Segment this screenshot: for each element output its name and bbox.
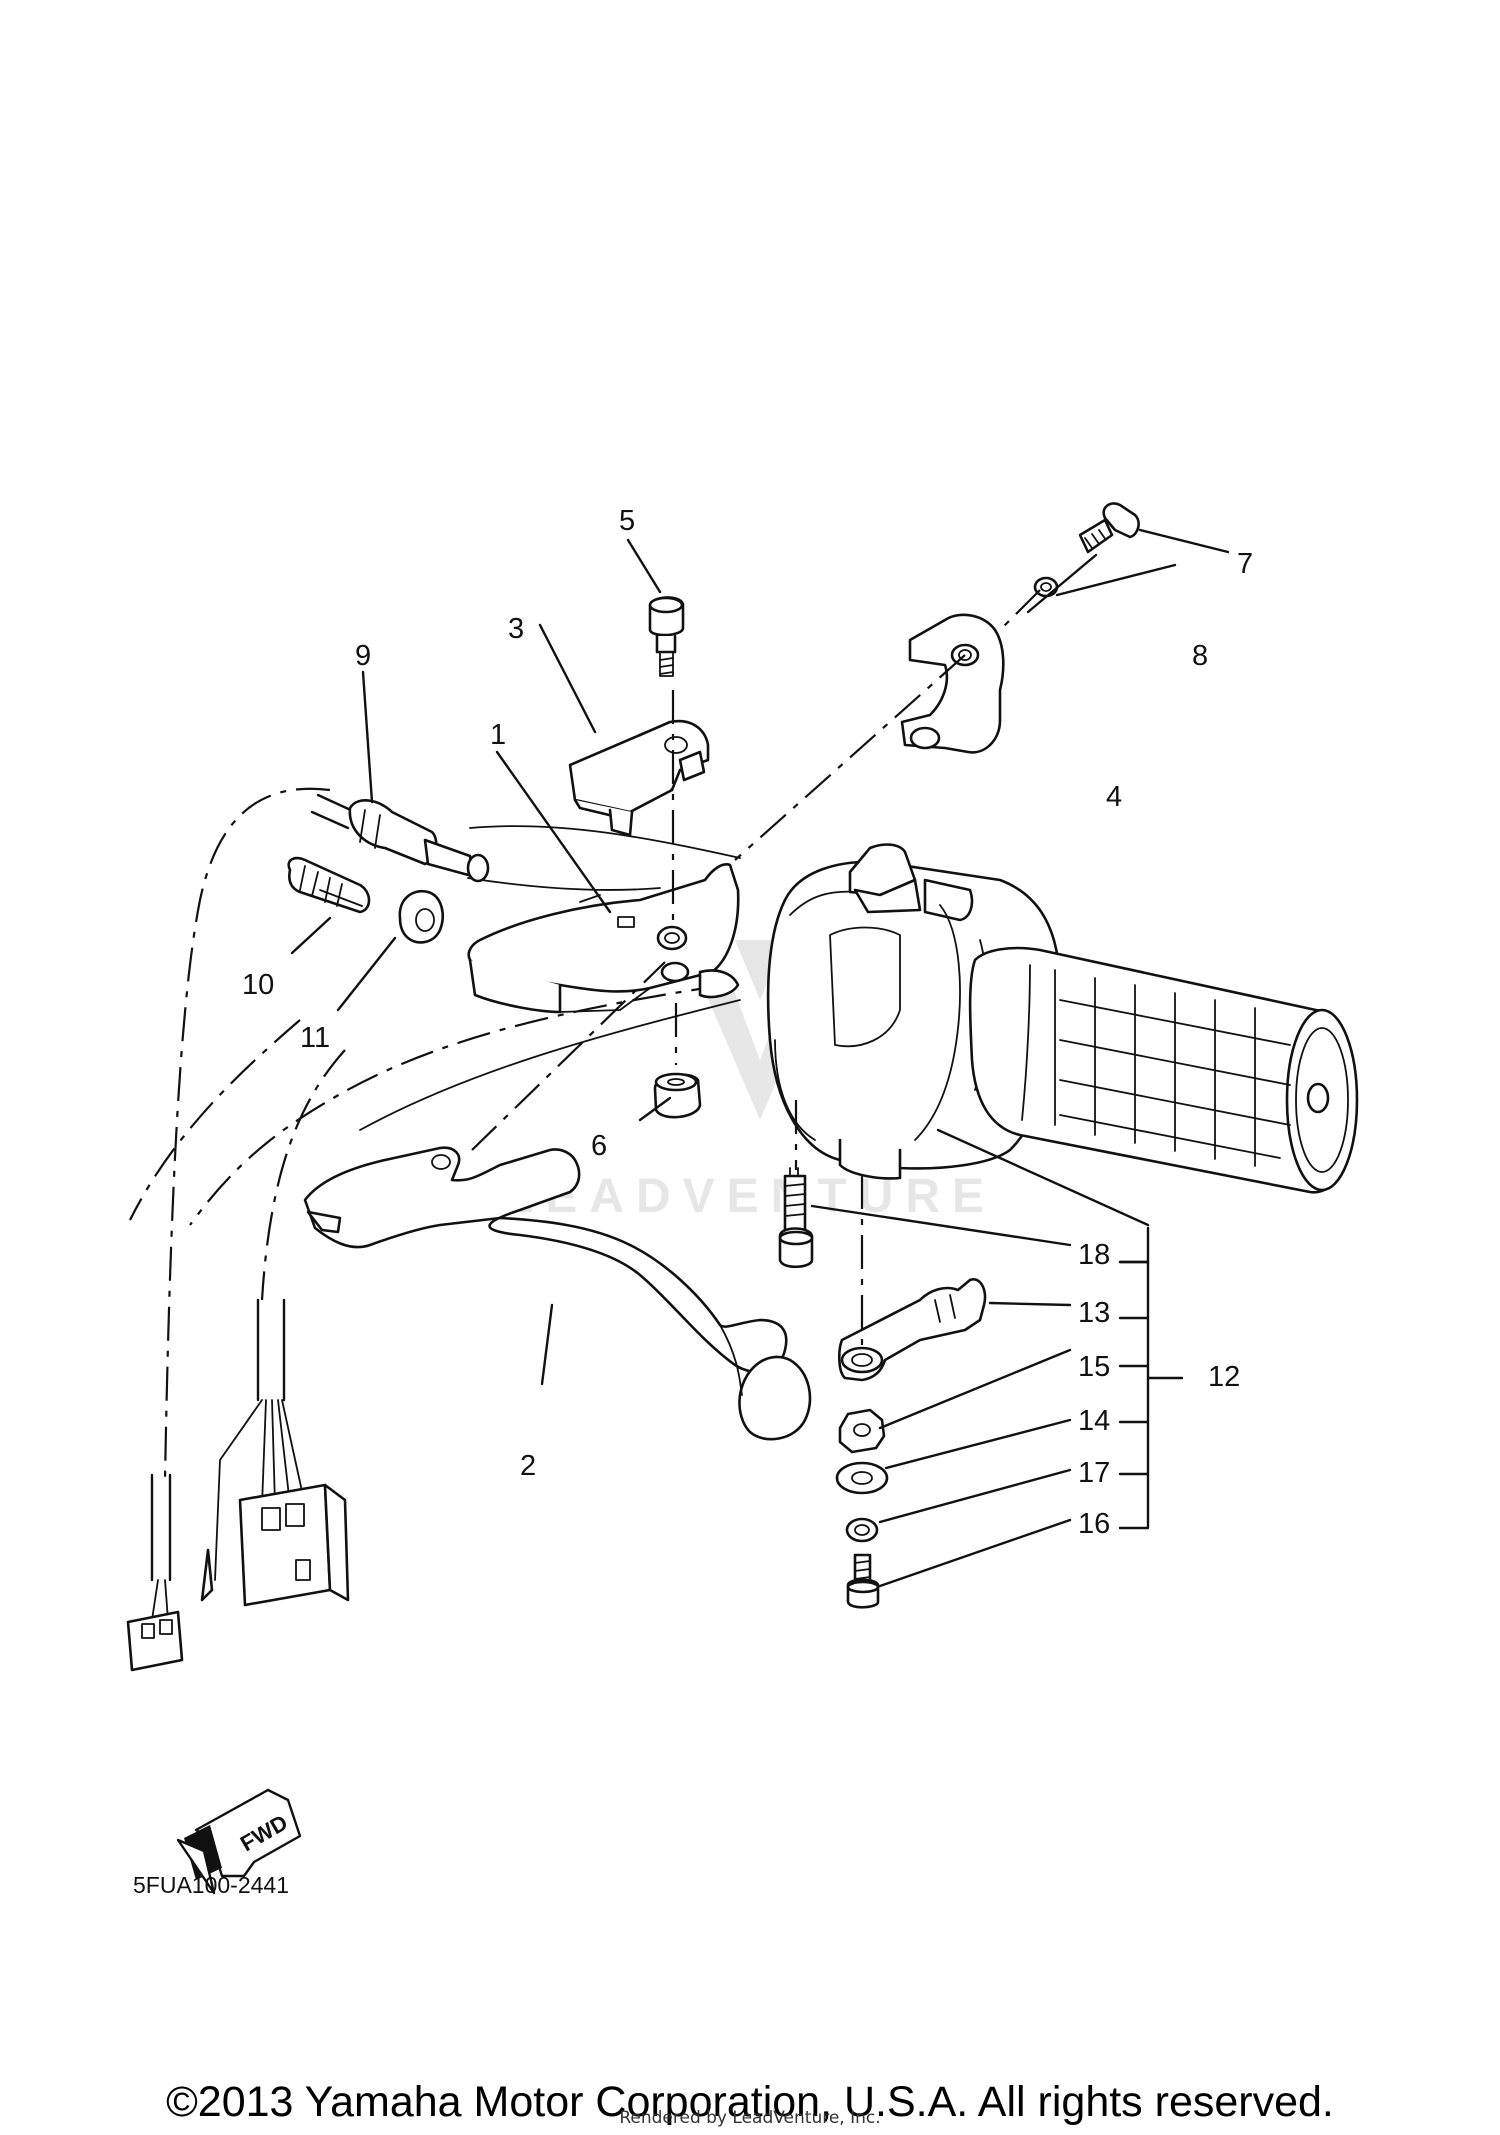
screw-part-18 [778, 1167, 814, 1269]
fwd-arrow-icon: FWD [176, 1788, 302, 1895]
screw-part-16 [846, 1553, 880, 1609]
leader-lines [290, 528, 1230, 1588]
screw-part-7 [1078, 502, 1140, 554]
callout-5: 5 [619, 505, 635, 537]
lever-bracket-part-1 [467, 863, 740, 1014]
locknut-part-11 [398, 889, 444, 944]
cable-switch-part-9 [310, 793, 490, 883]
handlebar-outline [189, 825, 741, 1226]
callout-13: 13 [1078, 1297, 1110, 1329]
watermark-text: LEADVENTURE [504, 1170, 996, 1223]
lever-part-2 [303, 1146, 812, 1441]
spring-washer-part-17 [845, 1517, 879, 1543]
callout-14: 14 [1078, 1405, 1110, 1437]
callout-16: 16 [1078, 1508, 1110, 1540]
callout-2: 2 [520, 1450, 536, 1482]
rendered-by-credit: Rendered by LeadVenture, Inc. [619, 2108, 881, 2128]
washer-part-8 [1033, 576, 1059, 598]
clamp-part-4 [900, 613, 1005, 754]
washer-part-14 [835, 1461, 889, 1495]
harness-connector-small [126, 1610, 184, 1672]
callout-1: 1 [490, 719, 506, 751]
callout-6: 6 [591, 1130, 607, 1162]
nut-part-15 [838, 1408, 886, 1454]
wiring-harness [126, 787, 350, 1672]
harness-connector-large [238, 1483, 350, 1607]
callout-15: 15 [1078, 1351, 1110, 1383]
callout-8: 8 [1192, 640, 1208, 672]
callout-7: 7 [1237, 548, 1253, 580]
diagram-code: 5FUA100-2441 [133, 1872, 289, 1898]
switch-lever-part-13 [838, 1278, 987, 1382]
callout-4: 4 [1106, 781, 1122, 813]
grip [968, 946, 1359, 1194]
callout-10: 10 [242, 969, 274, 1001]
callout-3: 3 [508, 613, 524, 645]
screw-part-5 [648, 596, 685, 677]
callout-18: 18 [1078, 1239, 1110, 1271]
nut-part-6 [653, 1072, 702, 1119]
callout-11: 11 [300, 1022, 330, 1054]
callout-17: 17 [1078, 1457, 1110, 1489]
washer-part-8-hole [1040, 582, 1052, 592]
callout-12: 12 [1208, 1361, 1240, 1393]
adjuster-part-10 [287, 856, 371, 914]
switch-part-3 [568, 719, 710, 837]
callouts: 1 2 3 4 5 6 7 8 9 10 11 12 13 14 15 16 1… [242, 505, 1253, 1540]
copyright-notice: ©2013 Yamaha Motor Corporation, U.S.A. A… [166, 2078, 1334, 2126]
axis-washer-8 [999, 589, 1041, 631]
axis-clamp-4 [734, 654, 966, 861]
axis-lever-2 [471, 961, 666, 1151]
callout-9: 9 [355, 640, 371, 672]
